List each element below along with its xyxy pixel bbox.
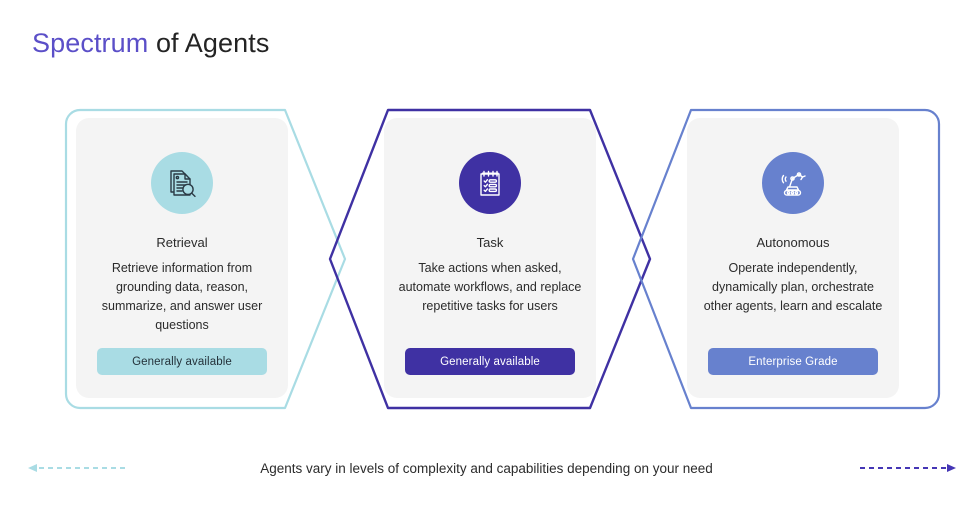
status-badge[interactable]: Enterprise Grade [708,348,878,375]
page-title-accent: Spectrum [32,28,149,58]
footer-caption: Agents vary in levels of complexity and … [260,461,713,476]
card-autonomous[interactable]: Autonomous Operate independently, dynami… [687,118,899,398]
status-badge[interactable]: Generally available [405,348,575,375]
document-search-icon [170,170,196,198]
card-description: Operate independently, dynamically plan,… [703,261,883,313]
robot-arm-icon [781,172,806,196]
status-badge[interactable]: Generally available [97,348,267,375]
card-retrieval[interactable]: Retrieval Retrieve information from grou… [76,118,288,398]
dashed-arrow-left-icon [28,464,125,472]
card-title: Task [476,235,504,250]
clipboard-checklist-icon [480,170,500,196]
page-title-rest: of Agents [148,28,270,58]
autonomous-icon-circle [762,152,824,214]
card-task[interactable]: Task Take actions when asked, automate w… [384,118,596,398]
dashed-arrow-right-icon [860,464,956,472]
card-title: Autonomous [756,235,830,250]
page-title: Spectrum of Agents [32,26,269,60]
card-description: Take actions when asked, automate workfl… [398,261,582,313]
task-icon-circle [459,152,521,214]
retrieval-icon-circle [151,152,213,214]
card-description: Retrieve information from grounding data… [101,261,263,332]
card-title: Retrieval [156,235,208,250]
